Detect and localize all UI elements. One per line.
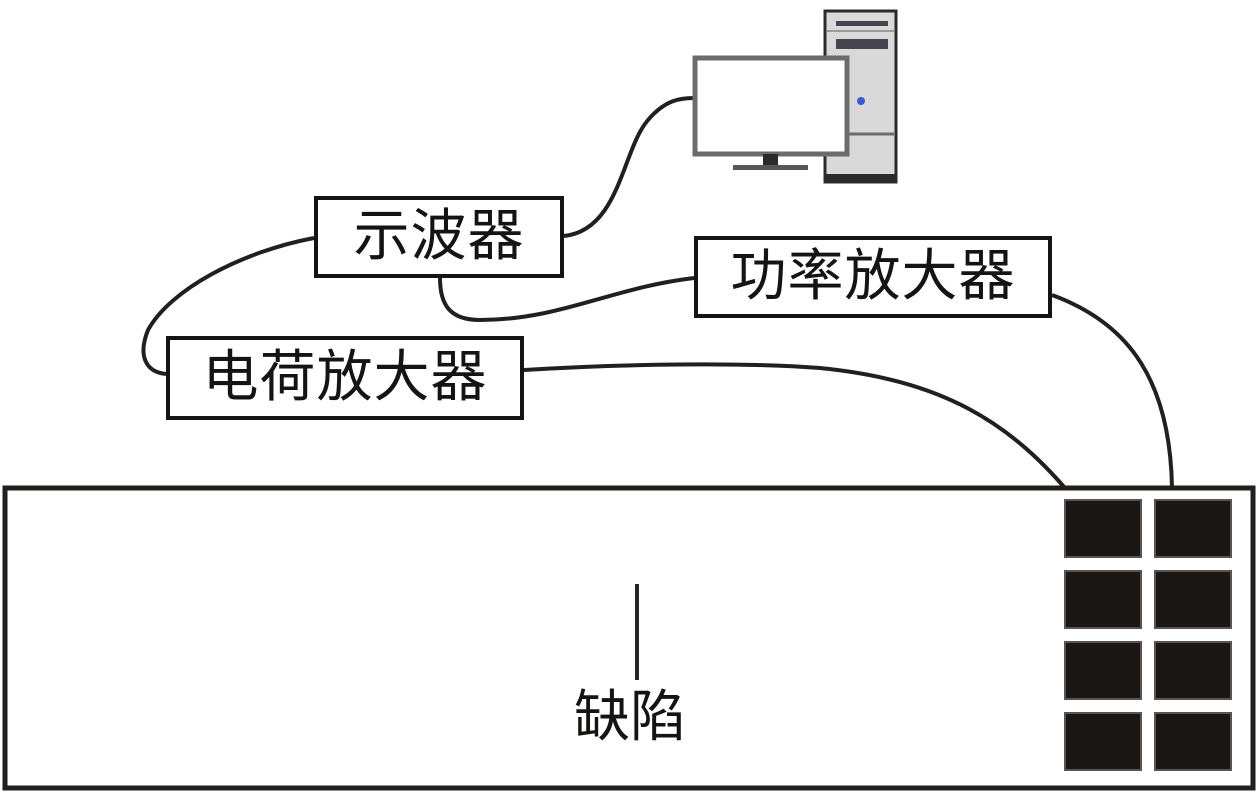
cable-oscilloscope-computer [563, 96, 695, 238]
sensor-element [1064, 641, 1142, 700]
specimen-plate [2, 485, 1256, 791]
computer-monitor [692, 55, 850, 170]
power-led-icon [857, 97, 865, 105]
defect-label: 缺陷 [574, 685, 686, 750]
sensor-element [1154, 570, 1232, 629]
sensor-element [1064, 712, 1142, 771]
cable-charge-amplifier-sensor [523, 362, 1077, 502]
oscilloscope-box: 示波器 [314, 196, 564, 278]
power-amplifier-label: 功率放大器 [730, 244, 1016, 309]
oscilloscope-label: 示波器 [353, 204, 525, 269]
charge-amplifier-label: 电荷放大器 [202, 345, 488, 410]
sensor-element [1064, 570, 1142, 629]
cable-oscilloscope-power-amplifier [438, 276, 695, 323]
sensor-element [1154, 641, 1232, 700]
sensor-element [1154, 712, 1232, 771]
charge-amplifier-box: 电荷放大器 [166, 336, 524, 420]
cable-oscilloscope-charge-amplifier [141, 236, 315, 376]
cable-power-amplifier-sensor [1051, 293, 1174, 489]
power-amplifier-box: 功率放大器 [694, 236, 1052, 318]
sensor-element [1064, 499, 1142, 558]
sensor-array [1064, 499, 1232, 771]
sensor-element [1154, 499, 1232, 558]
